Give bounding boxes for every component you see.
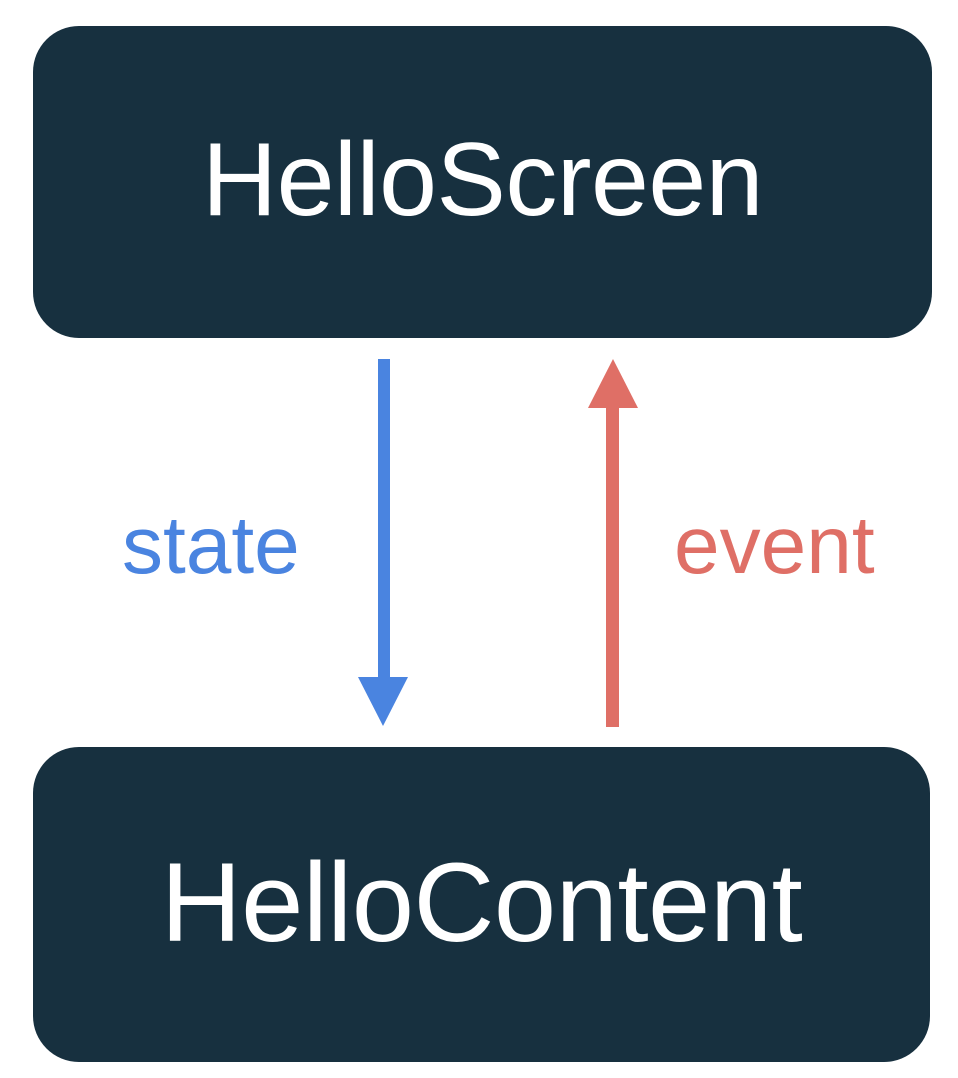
edge-label-event: event	[674, 500, 875, 591]
node-hello-screen[interactable]: HelloScreen	[33, 26, 932, 338]
event-arrow	[588, 359, 638, 727]
node-hello-content-label: HelloContent	[160, 839, 803, 965]
state-arrow-head-icon	[358, 677, 408, 726]
node-hello-content[interactable]: HelloContent	[33, 747, 930, 1062]
state-arrow	[358, 359, 408, 726]
event-arrow-shaft	[606, 407, 619, 727]
node-hello-screen-label: HelloScreen	[201, 122, 764, 238]
edge-label-state: state	[122, 500, 300, 591]
state-arrow-shaft	[378, 359, 390, 679]
event-arrow-head-icon	[588, 359, 638, 408]
